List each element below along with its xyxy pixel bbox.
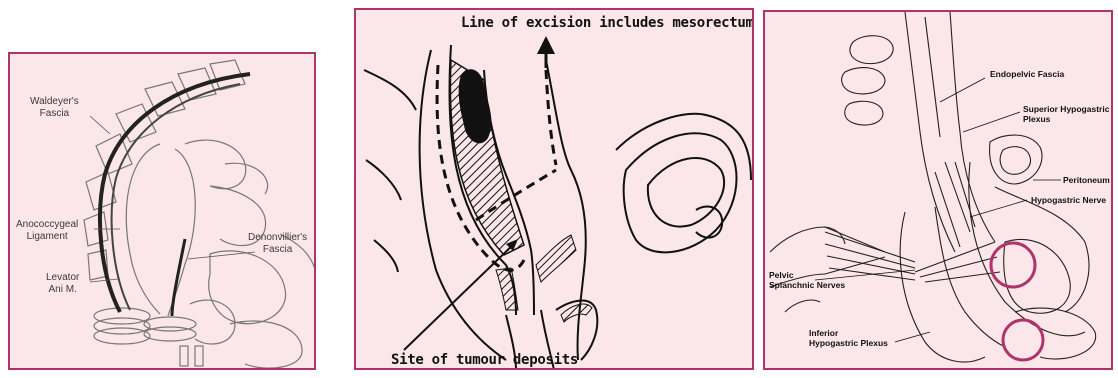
label-peritoneum: Peritoneum xyxy=(1063,175,1110,185)
label-site-of-tumour-deposits: Site of tumour deposits xyxy=(391,352,578,368)
label-hypogastric-nerve: Hypogastric Nerve xyxy=(1031,195,1106,205)
nerves-illustration xyxy=(765,12,1113,370)
label-line-of-excision: Line of excision includes mesorectum xyxy=(461,15,754,31)
highlight-circle-lower xyxy=(1003,320,1043,360)
highlight-circle-upper xyxy=(991,243,1035,287)
label-endopelvic-fascia: Endopelvic Fascia xyxy=(990,69,1064,79)
excision-diagram xyxy=(356,10,754,370)
panel-mesorectal-excision: Line of excision includes mesorectum Sit… xyxy=(354,8,754,370)
